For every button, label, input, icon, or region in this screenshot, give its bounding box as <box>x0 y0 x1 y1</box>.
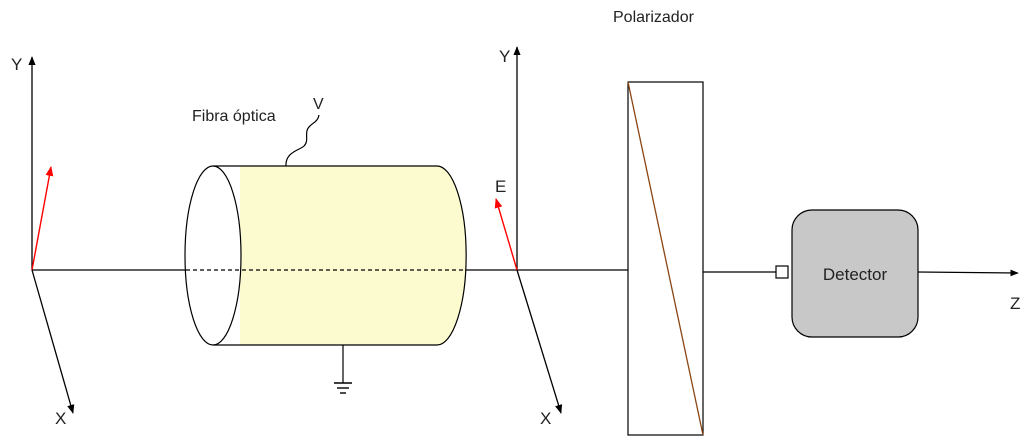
fiber-end-face-left <box>184 165 242 346</box>
voltage-label: V <box>313 96 324 113</box>
fiber-end-face-right <box>436 165 467 346</box>
detector-label: Detector <box>823 265 888 284</box>
left-x-label: X <box>55 409 66 428</box>
left-axes: Y X <box>11 55 75 428</box>
electric-field-label: E <box>495 177 506 196</box>
middle-axes: Y X E <box>494 46 563 428</box>
left-x-axis <box>31 269 75 414</box>
ground-icon <box>334 345 352 394</box>
left-polarization-vector <box>31 166 54 271</box>
detector-input-port <box>775 265 789 279</box>
left-y-label: Y <box>11 55 22 74</box>
z-axis-arrow <box>917 269 1019 277</box>
polarizer: Polarizador <box>613 9 704 436</box>
detector: Detector <box>775 209 919 338</box>
voltage-lead <box>285 114 320 167</box>
mid-y-label: Y <box>499 47 510 66</box>
polarizer-diagonal <box>627 81 704 436</box>
optical-axis: Z <box>32 269 1020 313</box>
optical-fiber: Fibra óptica V <box>184 96 467 394</box>
detector-box <box>791 209 919 338</box>
mid-x-label: X <box>540 409 551 428</box>
fiber-body <box>240 166 467 345</box>
mid-x-axis <box>516 269 563 414</box>
fiber-label: Fibra óptica <box>192 108 276 125</box>
z-axis-label: Z <box>1010 294 1020 313</box>
electric-field-vector <box>494 198 518 271</box>
polarizer-label: Polarizador <box>613 9 695 26</box>
